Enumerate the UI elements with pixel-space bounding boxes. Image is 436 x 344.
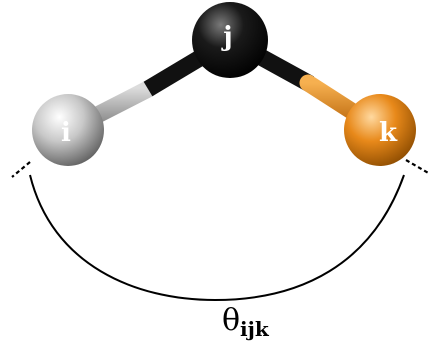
atom-i: i (32, 94, 104, 166)
atom-j: j (192, 2, 268, 78)
atom-i-sphere (32, 94, 104, 166)
angle-arc-group (11, 159, 431, 302)
atom-j-label: j (221, 22, 232, 52)
angle-subscript: ijk (240, 317, 270, 341)
arc-extension-left (11, 161, 31, 178)
atom-i-label: i (61, 118, 71, 148)
atom-k-sphere (344, 94, 416, 166)
atom-k-label: k (379, 118, 398, 148)
angle-label: θ ijk (222, 303, 270, 341)
angle-symbol: θ (222, 303, 240, 338)
arc-extension-right (405, 159, 431, 175)
angle-arc (29, 174, 405, 302)
atom-k: k (344, 94, 416, 166)
atom-j-sphere (192, 2, 268, 78)
